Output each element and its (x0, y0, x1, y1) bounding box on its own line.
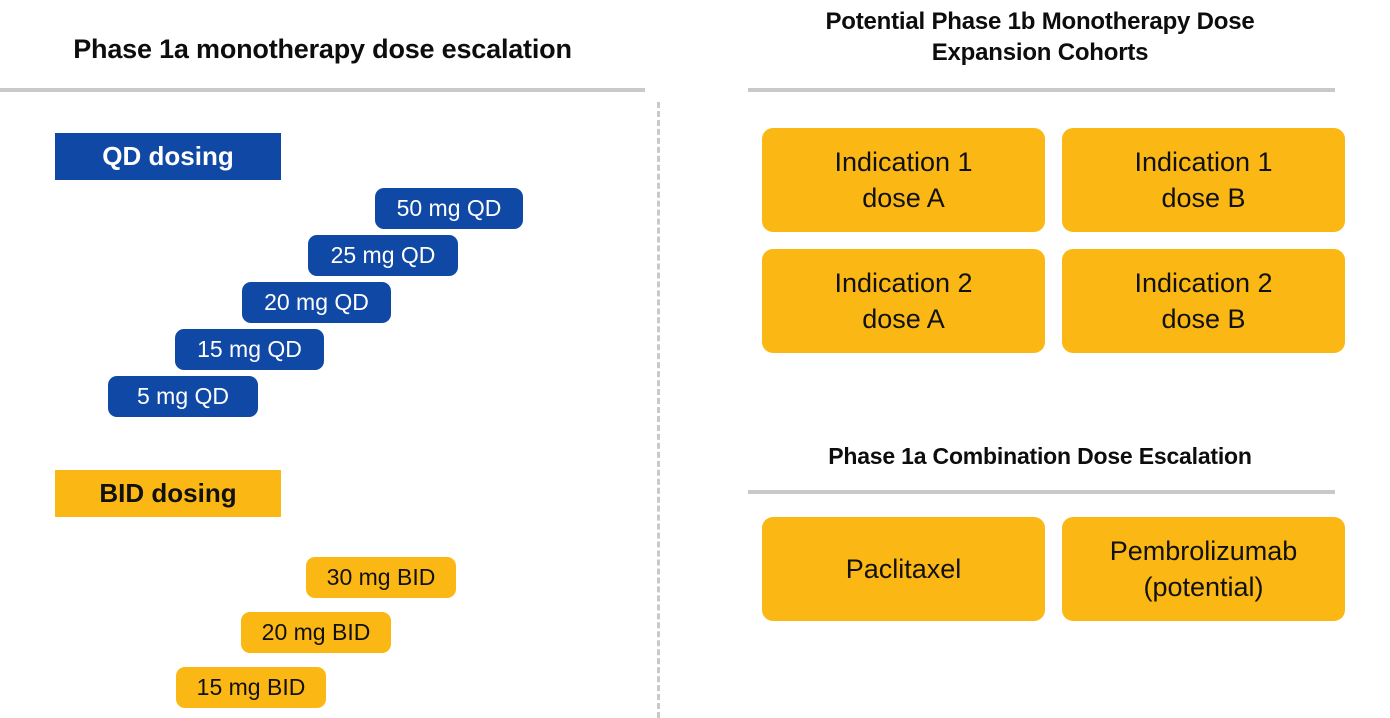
combination-panel-title-rule (748, 490, 1335, 494)
left-panel-title-rule (0, 88, 645, 92)
expansion-panel-title-line-1: Potential Phase 1b Monotherapy Dose (825, 8, 1255, 35)
expansion-card-label: Indication 2 dose A (834, 268, 973, 334)
dose-pill-50-mg-qd[interactable]: 50 mg QD (375, 188, 523, 229)
left-panel-title: Phase 1a monotherapy dose escalation (73, 34, 572, 64)
expansion-card-label: Indication 2 dose B (1134, 268, 1273, 334)
expansion-card-indication-1-dose-b[interactable]: Indication 1 dose B (1062, 128, 1345, 232)
dose-pill-5-mg-qd[interactable]: 5 mg QD (108, 376, 258, 417)
combination-card-paclitaxel[interactable]: Paclitaxel (762, 517, 1045, 621)
dose-pill-20-mg-bid[interactable]: 20 mg BID (241, 612, 391, 653)
qd-dosing-group-label: QD dosing (55, 133, 281, 180)
expansion-card-indication-1-dose-a[interactable]: Indication 1 dose A (762, 128, 1045, 232)
dose-pill-15-mg-bid[interactable]: 15 mg BID (176, 667, 326, 708)
dose-pill-30-mg-bid[interactable]: 30 mg BID (306, 557, 456, 598)
expansion-panel-title-rule (748, 88, 1335, 92)
expansion-card-indication-2-dose-a[interactable]: Indication 2 dose A (762, 249, 1045, 353)
combination-panel-title: Phase 1a Combination Dose Escalation (828, 443, 1252, 469)
dose-pill-15-mg-qd[interactable]: 15 mg QD (175, 329, 324, 370)
expansion-card-indication-2-dose-b[interactable]: Indication 2 dose B (1062, 249, 1345, 353)
expansion-card-label: Indication 1 dose B (1134, 147, 1273, 213)
dose-pill-20-mg-qd[interactable]: 20 mg QD (242, 282, 391, 323)
bid-dosing-group-label: BID dosing (55, 470, 281, 517)
expansion-card-label: Indication 1 dose A (834, 147, 973, 213)
combination-card-label: Pembrolizumab (potential) (1109, 536, 1298, 602)
combination-card-label: Paclitaxel (845, 554, 962, 584)
expansion-panel-title-line-2: Expansion Cohorts (931, 39, 1149, 66)
dose-pill-25-mg-qd[interactable]: 25 mg QD (308, 235, 458, 276)
combination-card-pembrolizumab[interactable]: Pembrolizumab (potential) (1062, 517, 1345, 621)
panel-divider (657, 102, 660, 718)
